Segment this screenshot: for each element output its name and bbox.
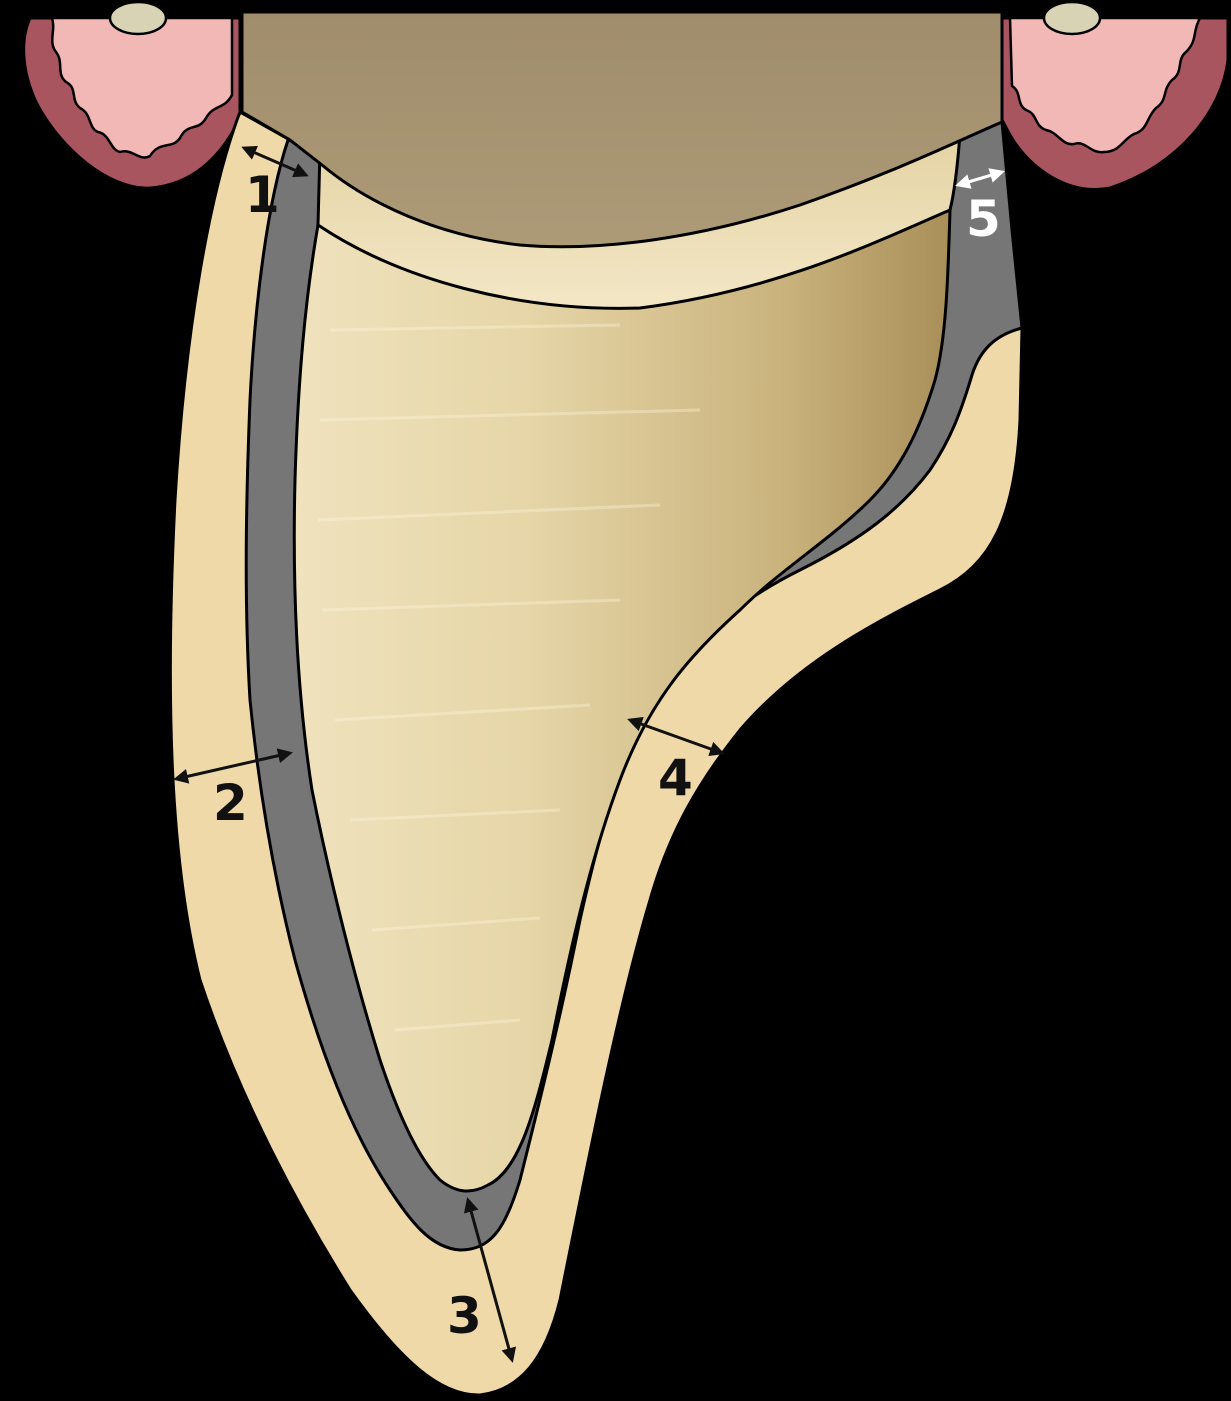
label-3: 3	[447, 1287, 482, 1345]
label-4: 4	[658, 749, 693, 807]
label-5: 5	[966, 190, 1001, 248]
label-1: 1	[245, 166, 280, 224]
label-2: 2	[213, 774, 248, 832]
